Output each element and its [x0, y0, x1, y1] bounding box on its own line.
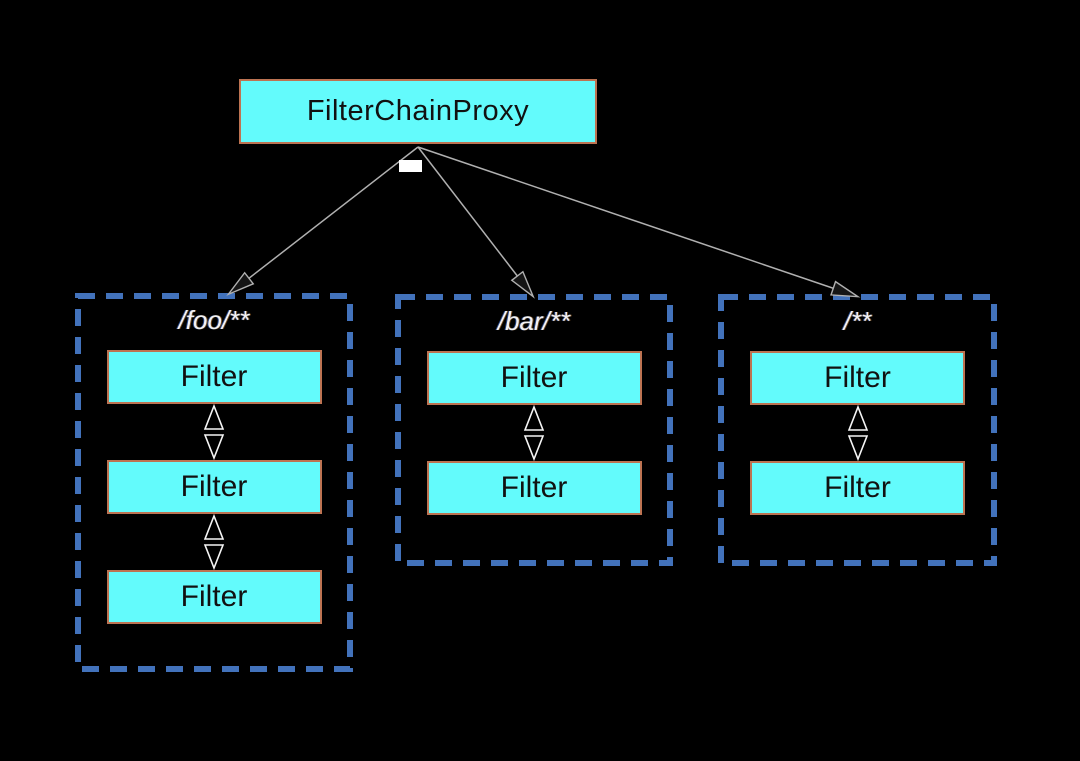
filter-node: Filter [750, 461, 965, 515]
chain-boundary [395, 294, 673, 566]
url-pattern-label: /** [843, 306, 872, 336]
white-patch [399, 160, 422, 172]
bidirectional-arrows-icon [847, 405, 868, 461]
url-pattern-label: /bar/** [497, 306, 571, 336]
open-arrow-down-icon [203, 434, 225, 460]
open-arrow-down-icon [847, 435, 868, 461]
filter-node: Filter [750, 351, 965, 405]
filter-node: Filter [106, 570, 322, 624]
bidirectional-arrows-icon [203, 514, 225, 570]
open-arrow-down-icon [523, 435, 545, 461]
dispatch-connector-line [226, 146, 419, 296]
filter-node: Filter [106, 350, 322, 404]
open-arrow-up-icon [847, 405, 868, 431]
filter-chain-proxy-label: FilterChainProxy [306, 95, 530, 127]
bidirectional-arrows-icon [523, 405, 545, 461]
filter-node: Filter [426, 351, 642, 405]
dispatch-connector-line [417, 146, 535, 299]
bidirectional-arrows-icon [203, 404, 225, 460]
open-arrow-down-icon [203, 544, 225, 570]
dispatch-connector-line [417, 146, 861, 298]
open-arrow-up-icon [523, 405, 545, 431]
open-arrow-up-icon [203, 404, 225, 430]
filter-node: Filter [426, 461, 642, 515]
chain-boundary [75, 293, 353, 672]
filter-chain-proxy-node: FilterChainProxy [239, 79, 597, 144]
chain-boundary [718, 294, 997, 566]
filter-node: Filter [106, 460, 322, 514]
url-pattern-label: /foo/** [178, 305, 250, 335]
open-arrow-up-icon [203, 514, 225, 540]
